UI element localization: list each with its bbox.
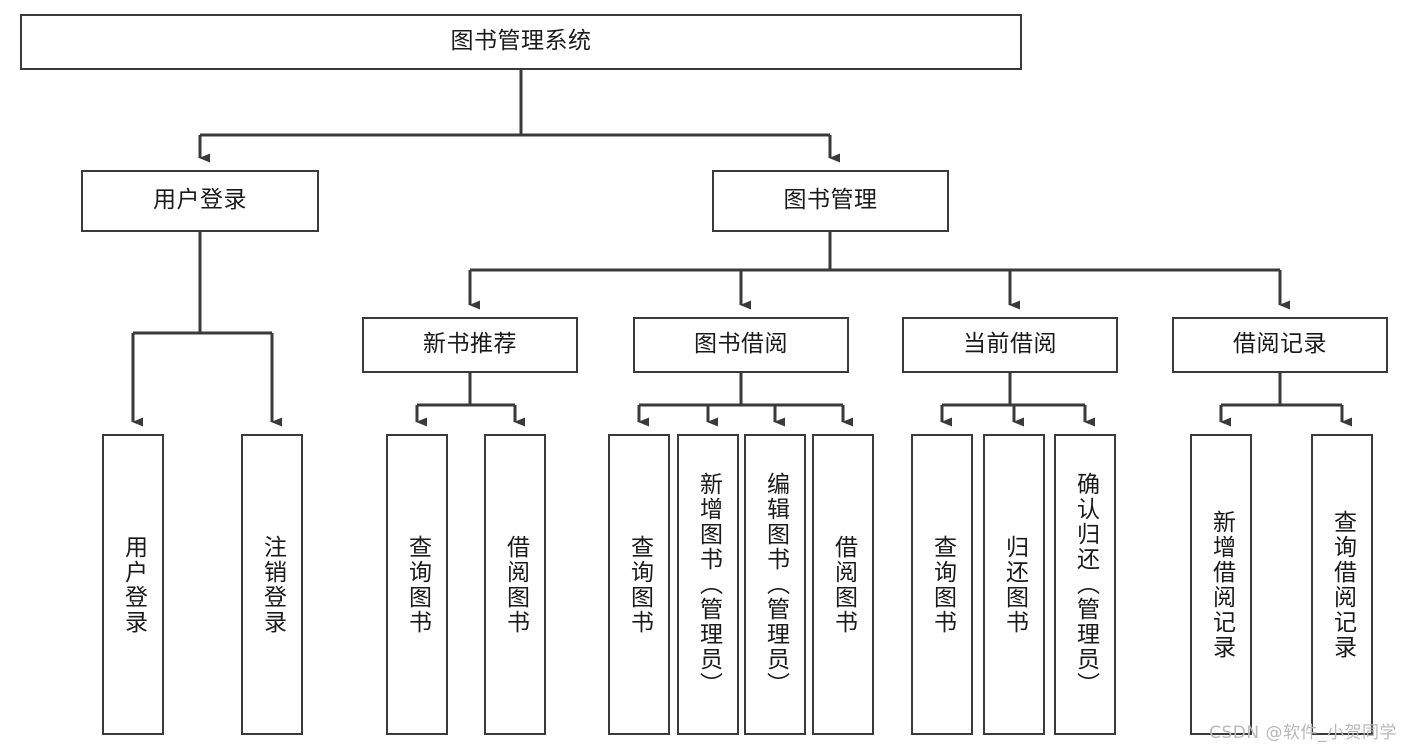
node-leaf-query-books-nbr-label: 查询图书 [404,534,431,635]
node-leaf-query-books-nbr[interactable]: 查询图书 [386,434,448,735]
node-new-book-recommendation-label: 新书推荐 [423,331,517,358]
node-leaf-borrow-books-nbr[interactable]: 借阅图书 [484,434,546,735]
node-leaf-add-borrow-record-label: 新增借阅记录 [1208,509,1235,660]
node-leaf-query-books-cb[interactable]: 查询图书 [911,434,973,735]
node-leaf-query-borrow-record[interactable]: 查询借阅记录 [1311,434,1373,735]
node-root-book-management-system[interactable]: 图书管理系统 [20,14,1022,70]
node-leaf-add-book-admin[interactable]: 新增图书（管理员） [677,434,739,735]
node-book-borrowing-label: 图书借阅 [694,331,788,358]
node-leaf-add-book-admin-label: 新增图书（管理员） [695,472,722,697]
node-leaf-borrow-books-bb[interactable]: 借阅图书 [812,434,874,735]
node-leaf-add-borrow-record[interactable]: 新增借阅记录 [1190,434,1252,735]
node-leaf-borrow-books-nbr-label: 借阅图书 [502,534,529,635]
csdn-watermark: CSDN @软件_小贺同学 [1209,723,1397,743]
node-current-borrowing[interactable]: 当前借阅 [902,317,1118,373]
node-leaf-logout-label: 注销登录 [259,534,286,635]
node-leaf-user-login[interactable]: 用户登录 [102,434,164,735]
node-root-label: 图书管理系统 [450,28,592,55]
node-leaf-edit-book-admin[interactable]: 编辑图书（管理员） [744,434,806,735]
node-book-management-label: 图书管理 [783,187,878,214]
node-leaf-return-books[interactable]: 归还图书 [983,434,1045,735]
node-current-borrowing-label: 当前借阅 [963,331,1057,358]
node-leaf-query-books-bb-label: 查询图书 [626,534,653,635]
node-leaf-logout[interactable]: 注销登录 [241,434,303,735]
node-leaf-confirm-return-admin[interactable]: 确认归还（管理员） [1054,434,1116,735]
node-borrowing-record[interactable]: 借阅记录 [1172,317,1388,373]
node-leaf-confirm-return-admin-label: 确认归还（管理员） [1072,472,1099,697]
node-user-login-label: 用户登录 [153,187,247,214]
node-book-borrowing[interactable]: 图书借阅 [633,317,849,373]
node-leaf-edit-book-admin-label: 编辑图书（管理员） [762,472,789,697]
node-leaf-query-books-cb-label: 查询图书 [929,534,956,635]
node-leaf-query-books-bb[interactable]: 查询图书 [608,434,670,735]
node-book-management[interactable]: 图书管理 [712,170,949,232]
node-leaf-user-login-label: 用户登录 [120,534,147,635]
node-leaf-query-borrow-record-label: 查询借阅记录 [1329,509,1356,660]
node-new-book-recommendation[interactable]: 新书推荐 [362,317,578,373]
node-leaf-borrow-books-bb-label: 借阅图书 [830,534,857,635]
node-borrowing-record-label: 借阅记录 [1233,331,1327,358]
node-leaf-return-books-label: 归还图书 [1001,534,1028,635]
node-user-login[interactable]: 用户登录 [81,170,319,232]
